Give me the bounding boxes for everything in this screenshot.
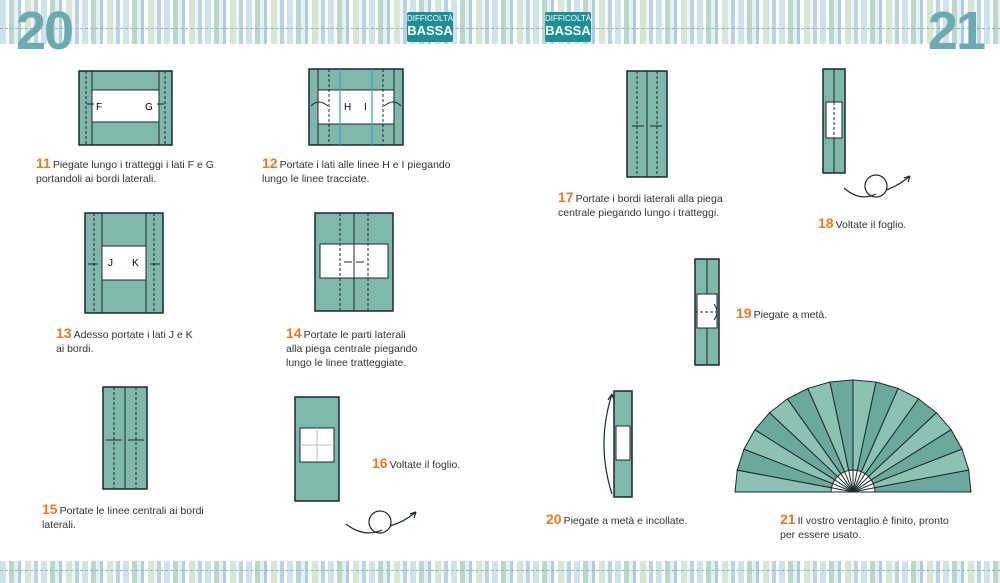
step-number: 20 xyxy=(546,511,562,527)
fold-arrow-icon xyxy=(383,101,402,107)
label-h: H xyxy=(344,102,351,113)
fold-arrow-icon xyxy=(713,303,718,321)
step-text: Portate le parti laterali xyxy=(303,329,406,341)
step-number: 15 xyxy=(42,501,58,517)
difficulty-label: DIFFICOLTÀ xyxy=(545,14,592,23)
step-text: alla piega centrale piegando xyxy=(286,343,418,355)
step-number: 19 xyxy=(736,305,752,321)
header-stripe-band xyxy=(0,0,1000,44)
step-text: lungo le linee tracciate. xyxy=(262,173,370,185)
step-text: Piegate a metà. xyxy=(753,309,828,321)
step-20-diagram xyxy=(603,390,633,498)
fan-rib xyxy=(840,473,854,493)
step-text: laterali. xyxy=(42,519,76,531)
difficulty-level: BASSA xyxy=(545,23,591,38)
fan-rib xyxy=(852,476,869,493)
fold-arrow-icon xyxy=(310,101,329,107)
step-text: lungo le linee tratteggiate. xyxy=(286,357,407,369)
step-text: Piegate a metà e incollate. xyxy=(563,515,688,527)
step-number: 18 xyxy=(818,215,834,231)
turn-over-arrow-icon xyxy=(345,510,417,534)
label-k: K xyxy=(132,258,139,269)
footer-dashed-rule xyxy=(0,570,1000,571)
difficulty-badge-right: DIFFICOLTÀ BASSA xyxy=(545,12,591,42)
step-number: 21 xyxy=(780,511,796,527)
header-dashed-rule xyxy=(0,28,1000,29)
step-text: per essere usato. xyxy=(780,529,862,541)
left-page-number: 20 xyxy=(16,1,74,61)
step-text: Piegate lungo i tratteggi i lati F e G xyxy=(52,159,214,171)
difficulty-badge-left: DIFFICOLTÀ BASSA xyxy=(407,12,453,42)
difficulty-label: DIFFICOLTÀ xyxy=(407,14,454,23)
step-12-diagram: H I xyxy=(308,68,404,146)
fan-rib xyxy=(852,487,875,493)
step-21-fan-diagram xyxy=(734,379,972,493)
step-13-diagram: J K xyxy=(84,212,164,314)
fan-rib xyxy=(831,487,854,493)
step-11-diagram: F G xyxy=(78,70,173,146)
step-text: centrale piegando lungo i tratteggi. xyxy=(558,207,720,219)
step-17-diagram xyxy=(626,70,668,178)
step-text: ai bordi. xyxy=(56,343,94,355)
fold-arrow-icon xyxy=(603,393,613,495)
label-f: F xyxy=(96,102,102,113)
step-number: 12 xyxy=(262,155,278,171)
step-number: 13 xyxy=(56,325,72,341)
step-text: Voltate il foglio. xyxy=(389,459,461,471)
fan-rib xyxy=(848,470,854,493)
step-text: portandoli ai bordi laterali. xyxy=(36,173,157,185)
fan-rib xyxy=(834,479,854,493)
fan-rib xyxy=(852,479,872,493)
step-number: 14 xyxy=(286,325,302,341)
label-j: J xyxy=(108,258,113,269)
fan-rib xyxy=(852,473,866,493)
step-text: Adesso portate i lati J e K xyxy=(73,329,193,341)
step-18-diagram xyxy=(822,68,846,174)
fan-rib xyxy=(832,483,854,493)
label-g: G xyxy=(145,102,153,113)
step-14-diagram xyxy=(314,212,394,312)
difficulty-level: BASSA xyxy=(407,23,453,38)
step-text: Portate i bordi laterali alla piega xyxy=(575,193,723,205)
turn-over-arrow-icon xyxy=(843,174,911,198)
label-i: I xyxy=(364,102,367,113)
right-page-number: 21 xyxy=(927,1,986,61)
step-16-diagram xyxy=(294,396,340,502)
step-number: 17 xyxy=(558,189,574,205)
footer-stripe-band xyxy=(0,561,1000,583)
step-text: Portate i lati alle linee H e I piegando xyxy=(279,159,451,171)
step-number: 16 xyxy=(372,455,388,471)
step-15-diagram xyxy=(102,386,148,490)
fan-pleat xyxy=(874,469,972,493)
fan-rib xyxy=(837,476,854,493)
step-text: Portate le linee centrali ai bordi xyxy=(59,505,204,517)
step-number: 11 xyxy=(36,155,51,171)
fan-rib xyxy=(852,483,874,493)
step-text: Il vostro ventaglio è finito, pronto xyxy=(797,515,949,527)
fan-rib xyxy=(852,470,858,493)
step-19-diagram xyxy=(694,258,720,366)
fan-rib xyxy=(852,471,862,493)
step-text: Voltate il foglio. xyxy=(835,219,907,231)
fan-rib xyxy=(844,471,854,493)
